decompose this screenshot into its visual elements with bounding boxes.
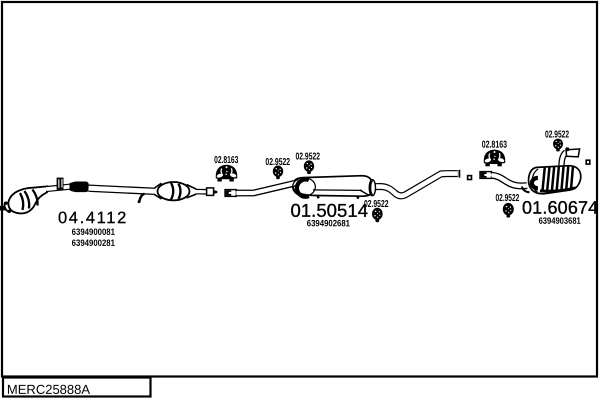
svg-text:02.9522: 02.9522 <box>545 129 569 140</box>
svg-text:04.4112: 04.4112 <box>58 209 126 227</box>
svg-text:02.8163: 02.8163 <box>482 140 508 151</box>
svg-text:01.50514: 01.50514 <box>290 200 368 221</box>
svg-text:02.9522: 02.9522 <box>364 199 389 210</box>
svg-text:02.9522: 02.9522 <box>495 193 519 204</box>
svg-text:6394900081: 6394900081 <box>72 227 115 237</box>
svg-text:6394903681: 6394903681 <box>539 216 581 226</box>
svg-text:02.9522: 02.9522 <box>296 151 321 162</box>
svg-text:6394902681: 6394902681 <box>307 218 350 228</box>
svg-text:02.8163: 02.8163 <box>214 155 238 166</box>
svg-text:01.60674: 01.60674 <box>522 198 598 218</box>
svg-text:MERC25888A: MERC25888A <box>7 382 90 397</box>
svg-text:6394900281: 6394900281 <box>72 238 115 248</box>
svg-text:02.9522: 02.9522 <box>265 157 290 168</box>
